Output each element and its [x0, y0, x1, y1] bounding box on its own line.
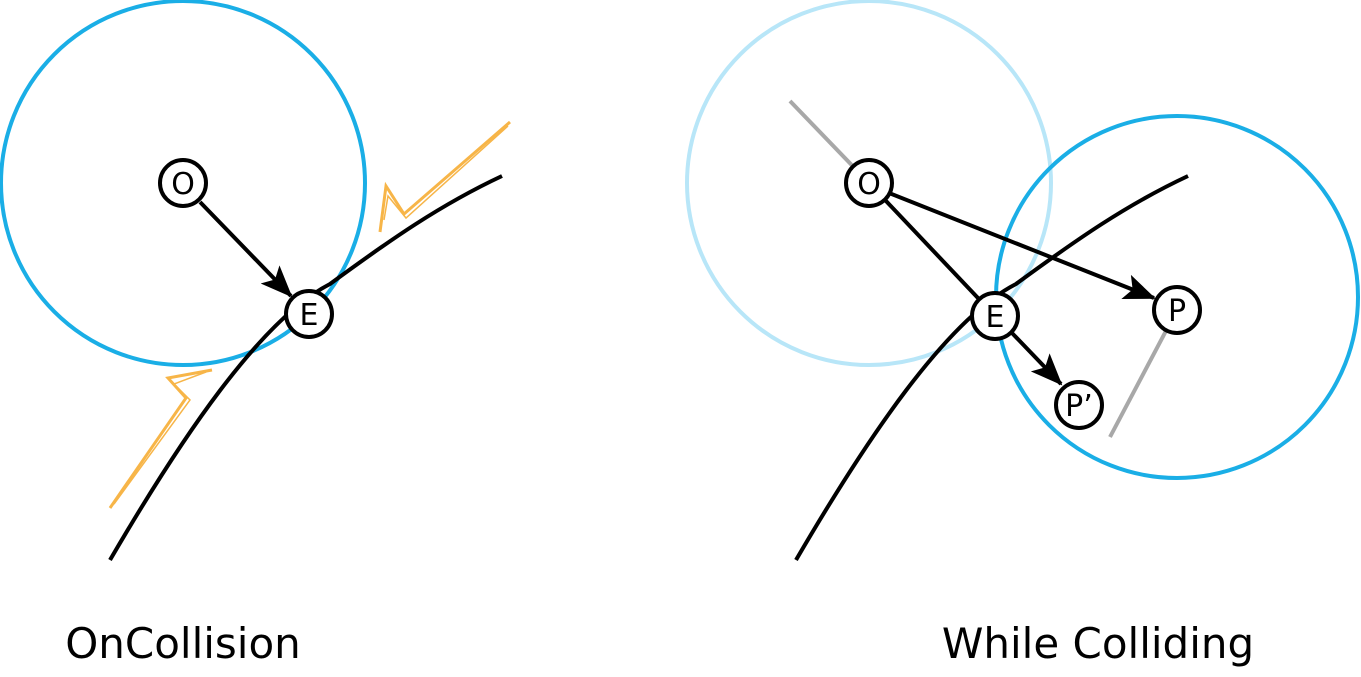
- node-p: P: [1152, 285, 1202, 335]
- node-p-label: P: [1168, 294, 1186, 329]
- node-e-circle: [284, 289, 334, 339]
- node-e-right-circle: [970, 291, 1020, 341]
- node-p-prime-label: P’: [1065, 389, 1093, 424]
- node-o-right-circle: [844, 158, 894, 208]
- node-p-prime-circle: [1054, 380, 1104, 430]
- line-o-e: [867, 181, 997, 318]
- impact-lightning-upper: [378, 120, 511, 233]
- node-p-prime: P’: [1054, 380, 1104, 430]
- left-caption: OnCollision: [65, 619, 301, 668]
- impact-lightning-upper-inner: [383, 125, 509, 221]
- arrow-o-p: [888, 191, 1156, 300]
- arrow-e-pprime: [1010, 331, 1063, 386]
- previous-collider-circle: [685, 0, 1053, 367]
- impact-lightning-lower-inner: [113, 371, 207, 505]
- surface-curve: [108, 174, 503, 562]
- node-o-right-label: O: [857, 167, 881, 202]
- left-panel: O E OnCollision: [0, 0, 511, 668]
- node-e: E: [284, 289, 334, 339]
- node-e-label: E: [300, 298, 319, 333]
- node-o-right: O: [844, 158, 894, 208]
- node-o: O: [158, 158, 208, 208]
- right-caption: While Colliding: [942, 619, 1254, 668]
- node-o-circle: [158, 158, 208, 208]
- normal-arrow: [198, 200, 293, 298]
- node-e-right-label: E: [986, 300, 1005, 335]
- collider-circle: [0, 0, 367, 367]
- node-p-circle: [1152, 285, 1202, 335]
- node-e-right: E: [970, 291, 1020, 341]
- node-o-label: O: [171, 167, 195, 202]
- right-panel: O E P P’ While Colliding: [685, 0, 1360, 668]
